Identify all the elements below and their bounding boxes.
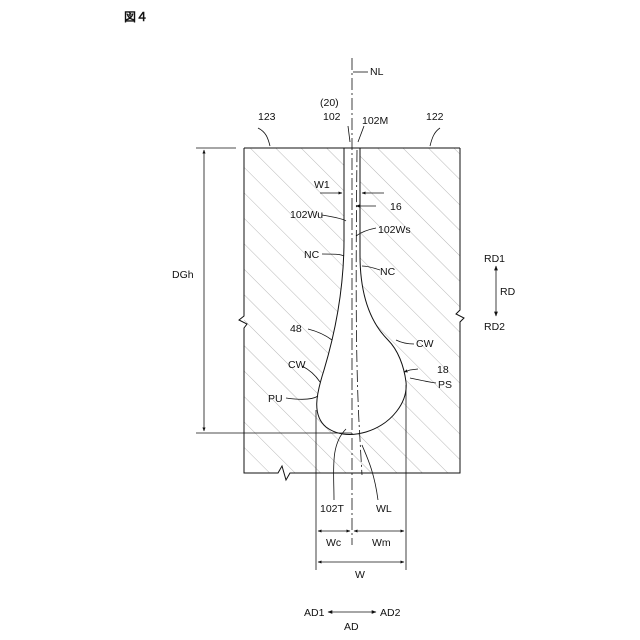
label-WL: WL: [376, 503, 392, 515]
label-PS: PS: [438, 379, 452, 391]
label-NC-left: NC: [304, 249, 320, 261]
label-AD: AD: [344, 621, 359, 633]
label-W: W: [355, 569, 365, 581]
axial-direction-indicator: AD1 AD2 AD: [304, 607, 401, 633]
label-Wc: Wc: [326, 537, 341, 549]
label-102T: 102T: [320, 503, 345, 515]
label-RD1: RD1: [484, 253, 505, 265]
label-123: 123: [258, 111, 276, 123]
label-RD: RD: [500, 286, 516, 298]
label-102M: 102M: [362, 115, 388, 127]
label-RD2: RD2: [484, 321, 505, 333]
label-PU: PU: [268, 393, 283, 405]
label-DGh: DGh: [172, 269, 194, 281]
label-20: (20): [320, 97, 339, 109]
label-CW-right: CW: [416, 338, 434, 350]
label-16: 16: [390, 201, 402, 213]
label-W1: W1: [314, 179, 330, 191]
radial-direction-indicator: RD1 RD RD2: [484, 253, 516, 333]
label-102: 102: [323, 111, 341, 123]
label-48: 48: [290, 323, 302, 335]
label-NC-right: NC: [380, 266, 396, 278]
label-AD2: AD2: [380, 607, 401, 619]
label-CW-left: CW: [288, 359, 306, 371]
rotor-body: [239, 148, 464, 480]
label-Wm: Wm: [372, 537, 391, 549]
label-18: 18: [437, 364, 449, 376]
label-AD1: AD1: [304, 607, 325, 619]
label-102Wu: 102Wu: [290, 209, 323, 221]
label-122: 122: [426, 111, 444, 123]
figure-title: 図４: [124, 10, 148, 24]
label-102Ws: 102Ws: [378, 224, 411, 236]
label-NL: NL: [370, 66, 384, 78]
